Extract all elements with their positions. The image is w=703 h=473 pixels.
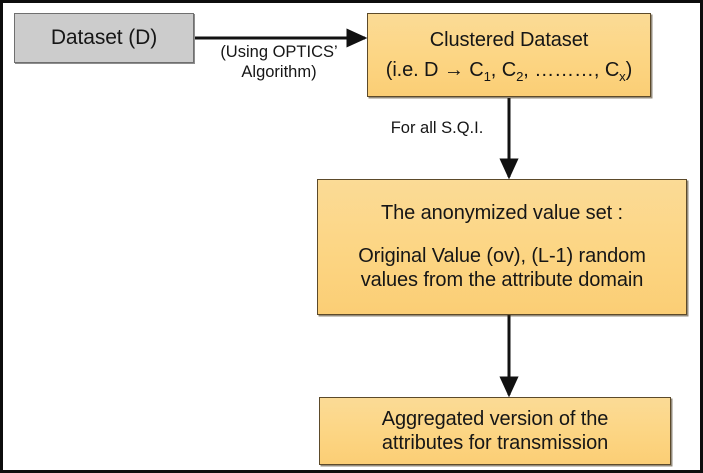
edge-label-optics-line2: Algorithm) [241, 62, 317, 81]
node-aggregated-version[interactable]: Aggregated version of the attributes for… [319, 397, 671, 465]
node-dataset[interactable]: Dataset (D) [14, 13, 194, 63]
clustered-sub-2: 2 [516, 69, 524, 84]
edge-label-optics: (Using OPTICS’ Algorithm) [199, 43, 359, 83]
node-anonymized-value-set[interactable]: The anonymized value set : Original Valu… [317, 179, 687, 315]
node-anonymized-line3: values from the attribute domain [360, 269, 644, 292]
node-clustered-dataset[interactable]: Clustered Dataset (i.e. D → C1, C2, ………,… [367, 13, 651, 97]
clustered-suffix: ) [625, 59, 633, 81]
node-aggregated-line2: attributes for transmission [381, 432, 609, 454]
clustered-mid-2: , ………, C [523, 59, 620, 81]
edge-label-sqi-text: For all S.Q.I. [390, 119, 484, 137]
edge-label-optics-line1: (Using OPTICS’ [220, 43, 338, 61]
node-dataset-label: Dataset (D) [50, 26, 158, 50]
node-anonymized-line2: Original Value (ov), (L-1) random [358, 244, 646, 267]
node-anonymized-line1: The anonymized value set : [381, 202, 623, 225]
node-clustered-line1: Clustered Dataset [429, 28, 589, 51]
clustered-prefix: (i.e. D → C [385, 59, 484, 81]
edge-label-sqi: For all S.Q.I. [371, 119, 503, 139]
clustered-mid-1: , C [490, 59, 517, 81]
node-clustered-line2: (i.e. D → C1, C2, ………, Cx) [385, 58, 633, 84]
clustered-sub-1: 1 [483, 69, 491, 84]
clustered-sub-x: x [619, 69, 626, 84]
node-aggregated-line1: Aggregated version of the [381, 407, 609, 430]
